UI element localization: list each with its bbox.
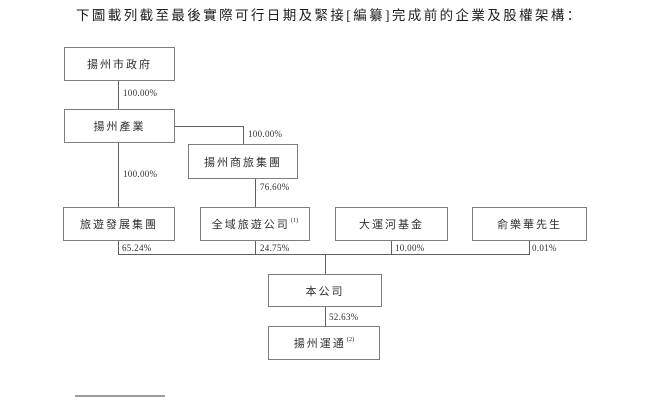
node-label: 俞樂華先生 <box>497 219 562 231</box>
connector-quanyu-bus <box>255 241 256 255</box>
connector-shanglv-quanyu <box>255 179 256 207</box>
ownership-label-tourismdev-company: 65.24% <box>122 243 152 253</box>
connector-industry-shanglv-horizontal <box>175 126 244 127</box>
connector-government-industry <box>118 81 119 109</box>
node-label: 旅遊發展集團 <box>80 219 158 231</box>
node-label: 揚州市政府 <box>87 59 152 71</box>
ownership-label-yulehua-company: 0.01% <box>532 243 557 253</box>
node-label: 揚州產業 <box>93 121 146 133</box>
ownership-label-canalfund-company: 10.00% <box>395 243 425 253</box>
node-yangzhou-industry: 揚州產業 <box>64 109 175 143</box>
node-yangzhou-municipal-government: 揚州市政府 <box>64 47 175 81</box>
ownership-label-industry-shanglv: 100.00% <box>248 129 283 139</box>
node-the-company: 本公司 <box>268 274 382 307</box>
connector-company-yuntong <box>325 307 326 326</box>
ownership-label-company-yuntong: 52.63% <box>329 312 359 322</box>
node-label: 本公司 <box>305 285 345 298</box>
node-yangzhou-yuntong: 揚州運通(2) <box>268 326 380 360</box>
connector-tourismdev-bus <box>118 241 119 255</box>
ownership-label-government-industry: 100.00% <box>123 88 158 98</box>
node-grand-canal-fund: 大運河基金 <box>335 207 448 241</box>
ownership-label-quanyu-company: 24.75% <box>260 243 290 253</box>
footnote-marker-1: (1) <box>290 216 299 224</box>
node-label: 揚州商旅集團 <box>204 156 282 169</box>
node-label: 全域旅遊公司 <box>211 219 290 231</box>
node-mr-yu-lehua: 俞樂華先生 <box>472 207 587 241</box>
footnote-marker-2: (2) <box>346 335 355 343</box>
node-label: 大運河基金 <box>359 219 424 231</box>
node-quanyu-tourism-company: 全域旅遊公司(1) <box>200 207 310 241</box>
connector-bus-company <box>325 254 326 274</box>
connector-industry-tourismdev <box>118 143 119 207</box>
connector-yulehua-bus <box>529 241 530 255</box>
ownership-label-shanglv-quanyu: 76.60% <box>260 182 290 192</box>
footnote-separator-rule <box>75 395 165 397</box>
ownership-label-industry-tourismdev: 100.00% <box>123 169 158 179</box>
connector-shareholders-bus <box>118 254 530 255</box>
node-tourism-development-group: 旅遊發展集團 <box>63 207 175 241</box>
node-yangzhou-shanglv-group: 揚州商旅集團 <box>188 144 298 179</box>
connector-canalfund-bus <box>391 241 392 255</box>
node-label: 揚州運通 <box>293 338 346 350</box>
connector-industry-shanglv-vertical <box>243 126 244 144</box>
page-title: 下圖載列截至最後實際可行日期及緊接[編纂]完成前的企業及股權架構： <box>76 8 583 23</box>
